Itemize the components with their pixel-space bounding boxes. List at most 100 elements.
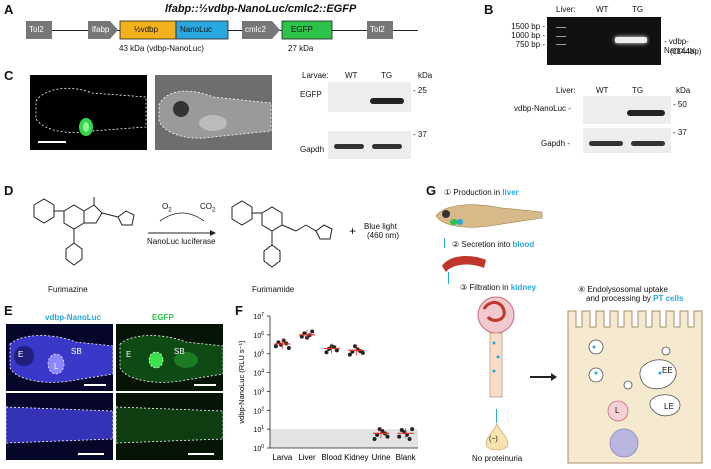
y-tick-exponent: 5	[261, 350, 264, 356]
gapdh-band-wt	[334, 144, 364, 149]
label-sb: SB	[71, 347, 82, 356]
nanoluc-label: NanoLuc	[180, 25, 213, 34]
pcr-band-tg	[615, 37, 647, 43]
pcr-liver-label: Liver:	[556, 5, 576, 14]
western-vdbp-kda: - 50	[673, 100, 687, 109]
scale-bar	[188, 453, 214, 455]
panel-e-title-egfp: EGFP	[152, 313, 174, 322]
x-tick-label: Urine	[371, 453, 391, 462]
panel-label-c: C	[4, 68, 14, 83]
x-tick-label: Larva	[272, 453, 293, 462]
data-point	[347, 352, 352, 357]
furimazine-label: Furimazine	[48, 285, 88, 294]
step2-text: Secretion into	[461, 240, 513, 249]
y-tick-exponent: 0	[261, 444, 264, 450]
western2-kda: kDa	[676, 86, 691, 95]
furimamide-structure	[231, 200, 333, 268]
gapdh-band-tg	[372, 144, 402, 149]
o2-label: O2	[162, 202, 172, 214]
panel-label-b: B	[484, 2, 494, 17]
data-point	[286, 346, 291, 351]
x-tick-label: Kidney	[344, 453, 368, 462]
step1-text: Production in	[453, 188, 503, 197]
construct-diagram	[26, 20, 393, 40]
label-lysosome: L	[615, 406, 620, 415]
nephron-illustration	[477, 296, 515, 398]
y-tick-label: 107	[253, 312, 264, 321]
y-tick-label: 101	[253, 425, 264, 434]
co2-subscript: 2	[212, 207, 216, 214]
step4-label: ④ Endolysosomal uptake and processing by…	[578, 285, 708, 303]
pcr-gel	[547, 17, 661, 65]
panel-label-a: A	[4, 2, 14, 17]
urine-drop-illustration	[485, 423, 509, 451]
co2-label: CO2	[200, 202, 215, 214]
y-tick-label: 102	[253, 406, 264, 415]
western-lane-wt: WT	[345, 71, 358, 80]
plus-sign: +	[349, 224, 357, 238]
furimazine-structure	[33, 197, 135, 266]
larva-fluorescence-image	[30, 75, 147, 150]
o2-text: O	[162, 202, 169, 211]
no-proteinuria-label: No proteinuria	[472, 454, 523, 463]
scale-bar	[194, 384, 216, 386]
western-gapdh2-kda: - 37	[673, 128, 687, 137]
egfp-label: EGFP	[291, 25, 313, 34]
gapdh2-band-tg	[631, 141, 665, 146]
o2-subscript: 2	[168, 207, 172, 214]
western-lane-tg: TG	[381, 71, 393, 80]
arrow-1	[444, 238, 445, 248]
reaction-scheme	[33, 197, 333, 268]
step1-label: ① Production in liver	[444, 188, 519, 197]
x-tick-label: Blank	[396, 453, 417, 462]
y-axis-label: vdbp-NanoLuc (RLU s⁻¹)	[237, 340, 246, 424]
vdbp-label: ½vdbp	[134, 25, 159, 34]
data-point	[385, 434, 390, 439]
furimamide-label: Furimamide	[252, 285, 295, 294]
nanoluc-box	[175, 20, 229, 40]
arrow-head	[551, 373, 557, 381]
pcr-lane-wt: WT	[596, 5, 609, 14]
y-tick-label: 106	[253, 331, 264, 340]
data-point	[372, 437, 377, 442]
gapdh2-band-wt	[589, 141, 623, 146]
construct-title: lfabp::½vdbp-NanoLuc/cmlc2::EGFP	[165, 3, 357, 15]
egfp-image-bottom	[116, 393, 223, 460]
ladder-1000: 1000 bp -	[511, 31, 545, 40]
nanoluc-image-bottom	[6, 393, 113, 460]
y-tick-label: 100	[253, 444, 264, 453]
tol2-right-label: Tol2	[370, 25, 385, 34]
pt-cell-illustration	[567, 310, 703, 464]
data-point	[360, 350, 365, 355]
data-point	[407, 437, 412, 442]
y-tick-exponent: 3	[261, 387, 264, 393]
enzyme-label: NanoLuc luciferase	[147, 237, 216, 246]
scale-bar	[78, 453, 104, 455]
arrow-3	[496, 409, 497, 423]
panel-e-title-nanoluc: vdbp-NanoLuc	[45, 313, 101, 322]
x-tick-label: Blood	[321, 453, 341, 462]
label-sb-2: SB	[174, 347, 185, 356]
western-kda: kDa	[418, 71, 433, 80]
step3-number: ③	[460, 283, 468, 292]
pcr-lane-tg: TG	[632, 5, 644, 14]
western-vdbp-blot	[583, 96, 671, 124]
blue-light-label: Blue light	[364, 222, 397, 231]
ladder-band-3	[556, 44, 566, 45]
scale-bar	[84, 384, 106, 386]
lfabp-label: lfabp	[92, 25, 110, 34]
co2-text: CO	[200, 202, 212, 211]
panel-label-e: E	[4, 303, 13, 318]
lfabp-promoter	[88, 21, 118, 39]
tol2-right-box	[367, 21, 393, 39]
blood-vessel-illustration	[442, 256, 486, 272]
y-tick-exponent: 7	[261, 312, 264, 318]
western-egfp-kda: - 25	[413, 86, 427, 95]
vdbp-band	[627, 110, 665, 116]
wavelength-label: (460 nm)	[367, 231, 400, 240]
step2-highlight: blood	[512, 240, 535, 249]
western-egfp-blot	[328, 82, 411, 112]
step4-highlight: PT cells	[653, 294, 684, 303]
western-gapdh-blot	[328, 131, 411, 159]
